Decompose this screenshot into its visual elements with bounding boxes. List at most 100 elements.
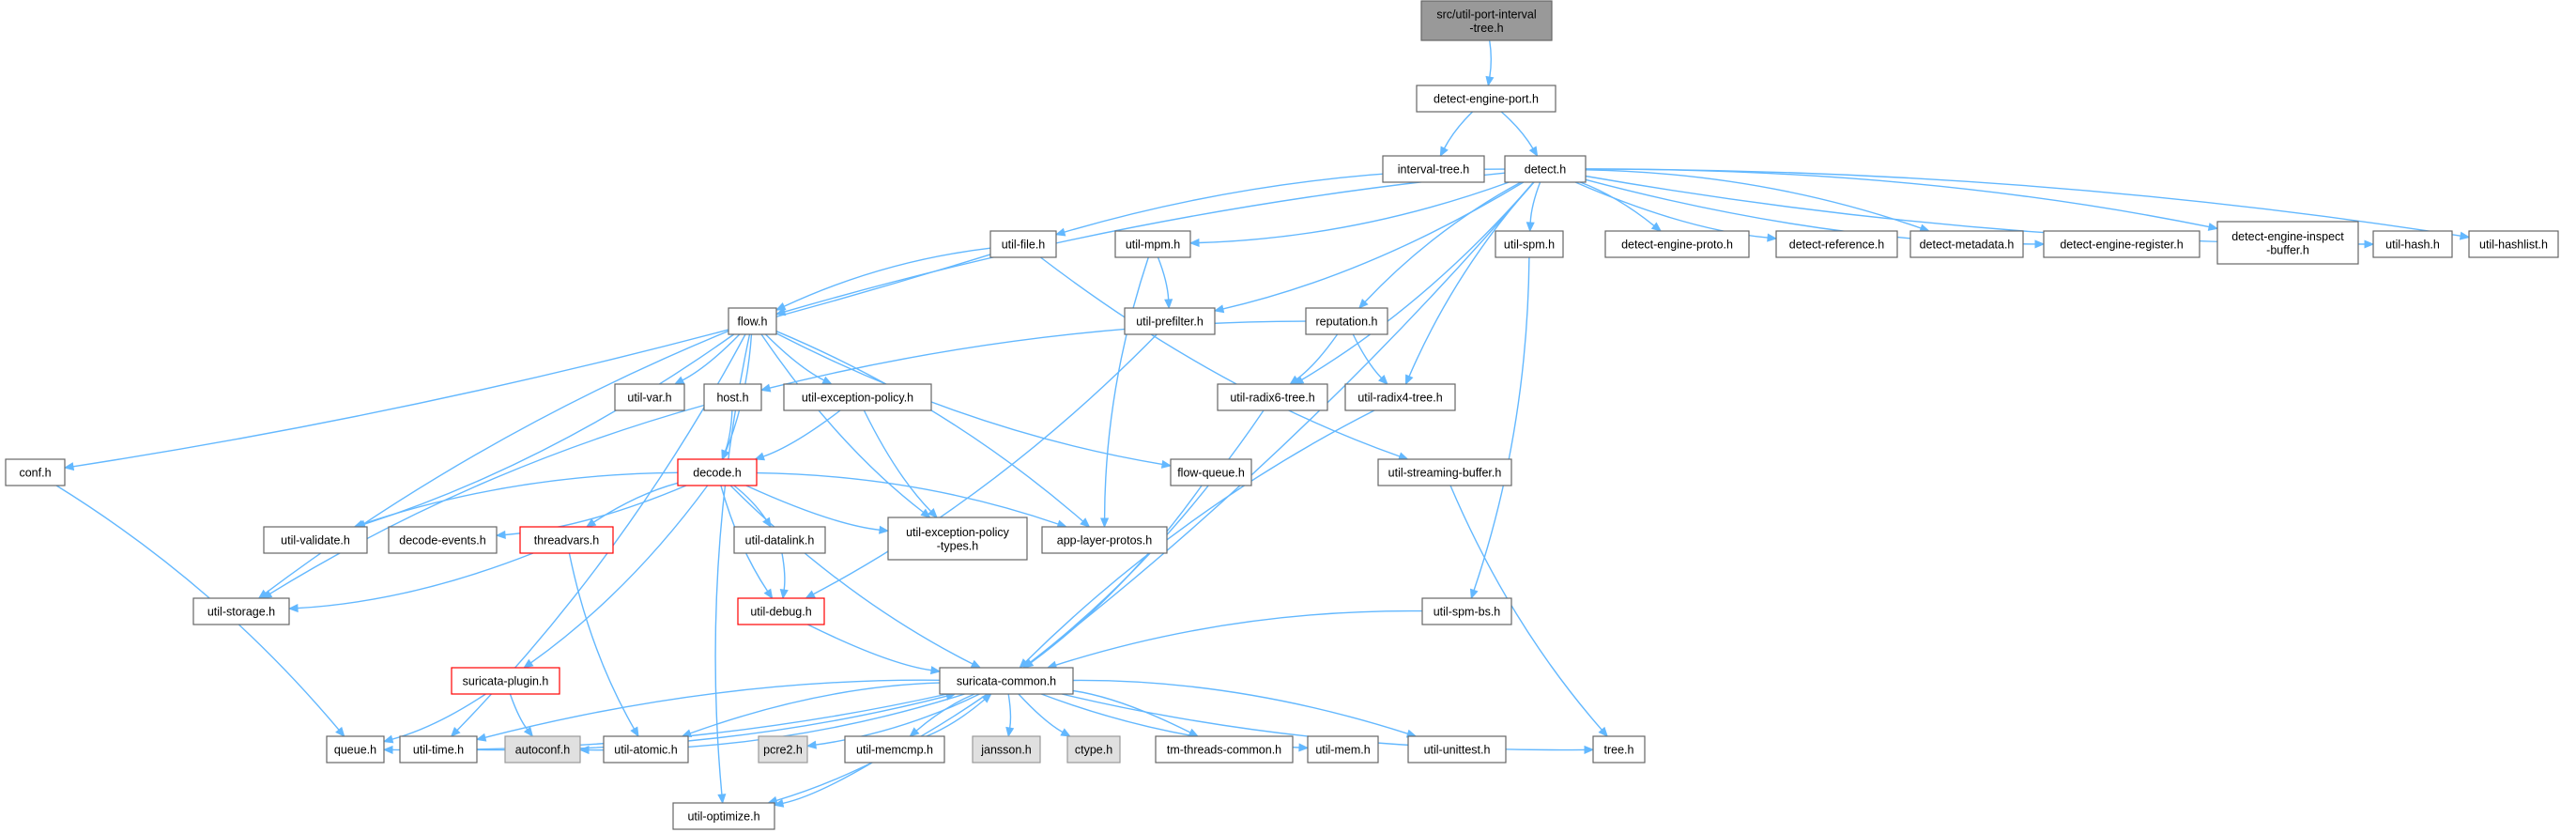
node-tmtc[interactable]: tm-threads-common.h [1155, 735, 1294, 764]
node-box [989, 230, 1057, 258]
node-box [677, 458, 758, 486]
node-alp[interactable]: app-layer-protos.h [1041, 526, 1168, 554]
node-deinsp[interactable]: detect-engine-inspect-buffer.h [2216, 221, 2359, 265]
node-host[interactable]: host.h [703, 383, 762, 411]
arrowhead-icon [1213, 304, 1225, 314]
edge-line [509, 693, 529, 731]
node-utime[interactable]: util-time.h [399, 735, 478, 764]
node-box [939, 667, 1074, 695]
edge-line [756, 471, 1059, 525]
edge-line [1198, 181, 1510, 244]
node-uatom[interactable]: util-atomic.h [603, 735, 689, 764]
edge-line [1301, 181, 1535, 381]
node-tree[interactable]: tree.h [1592, 735, 1646, 764]
edge-line [1157, 256, 1170, 301]
node-uhash[interactable]: util-hash.h [2372, 230, 2453, 258]
node-label: detect-engine-inspect [2231, 230, 2344, 243]
edge-line [807, 624, 932, 671]
edge-fq-to-sc [1022, 485, 1203, 669]
node-label: util-var.h [627, 392, 671, 405]
edge-detect-to-ur6 [1293, 181, 1535, 385]
edge-detect-to-uspm [1526, 181, 1541, 233]
node-label: util-spm-bs.h [1434, 606, 1501, 619]
node-uopt[interactable]: util-optimize.h [672, 802, 775, 830]
node-box [504, 735, 581, 764]
node-udbg[interactable]: util-debug.h [737, 597, 825, 625]
node-sc[interactable]: suricata-common.h [939, 667, 1074, 695]
node-ur6[interactable]: util-radix6-tree.h [1217, 383, 1328, 411]
node-flow[interactable]: flow.h [728, 307, 777, 335]
edge-line [1072, 689, 1191, 733]
arrowhead-icon [1650, 222, 1663, 232]
node-detect[interactable]: detect.h [1504, 155, 1587, 183]
node-autoconf[interactable]: autoconf.h [504, 735, 581, 764]
node-dmeta[interactable]: detect-metadata.h [1909, 230, 2024, 258]
node-label: detect.h [1525, 163, 1567, 177]
node-itree[interactable]: interval-tree.h [1382, 155, 1485, 183]
node-uunit[interactable]: util-unittest.h [1407, 735, 1507, 764]
edge-decode-to-tv [585, 482, 679, 528]
edge-umpm-to-alp [1100, 256, 1149, 529]
node-ustor[interactable]: util-storage.h [192, 597, 290, 625]
node-jansson[interactable]: jansson.h [972, 735, 1041, 764]
node-label: -types.h [937, 539, 979, 552]
node-uspmbs[interactable]: util-spm-bs.h [1421, 597, 1512, 625]
node-umpm[interactable]: util-mpm.h [1114, 230, 1191, 258]
node-root[interactable]: src/util-port-interval-tree.h [1420, 0, 1553, 41]
edge-line [781, 552, 786, 591]
node-umemcmp[interactable]: util-memcmp.h [844, 735, 945, 764]
arrowhead-icon [287, 604, 299, 613]
edge-line [926, 699, 986, 737]
node-conf[interactable]: conf.h [5, 458, 66, 486]
node-uexp[interactable]: util-exception-policy.h [783, 383, 932, 411]
arrowhead-icon [495, 530, 506, 540]
node-splug[interactable]: suricata-plugin.h [451, 667, 560, 695]
arrowhead-icon [1767, 233, 1778, 242]
node-ufile[interactable]: util-file.h [989, 230, 1057, 258]
node-fq[interactable]: flow-queue.h [1170, 458, 1252, 486]
node-uspm[interactable]: util-spm.h [1495, 230, 1564, 258]
node-queue[interactable]: queue.h [326, 735, 385, 764]
node-dep[interactable]: detect-engine-port.h [1416, 85, 1556, 113]
edge-sc-to-ctype [1018, 693, 1071, 737]
node-upref[interactable]: util-prefilter.h [1124, 307, 1216, 335]
node-umem[interactable]: util-mem.h [1307, 735, 1379, 764]
edge-line [815, 693, 980, 746]
node-dref[interactable]: detect-reference.h [1775, 230, 1898, 258]
node-box [1495, 230, 1564, 258]
arrowhead-icon [1528, 146, 1539, 158]
arrowhead-icon [2459, 231, 2471, 240]
node-label: util-validate.h [281, 534, 350, 548]
node-decode[interactable]: decode.h [677, 458, 758, 486]
node-uhashlist[interactable]: util-hashlist.h [2468, 230, 2559, 258]
node-box [519, 526, 614, 554]
node-ur4[interactable]: util-radix4-tree.h [1344, 383, 1456, 411]
node-uval[interactable]: util-validate.h [263, 526, 368, 554]
edge-tv-to-uatom [568, 552, 639, 738]
node-box [2216, 221, 2359, 265]
node-tv[interactable]: threadvars.h [519, 526, 614, 554]
node-devt[interactable]: decode-events.h [388, 526, 498, 554]
node-box [672, 802, 775, 830]
node-label: util-hashlist.h [2479, 239, 2548, 252]
node-uept[interactable]: util-exception-policy-types.h [887, 517, 1028, 561]
node-dereg[interactable]: detect-engine-register.h [2043, 230, 2200, 258]
arrowhead-icon [673, 376, 685, 385]
arrowhead-icon [382, 745, 393, 754]
node-usb[interactable]: util-streaming-buffer.h [1377, 458, 1512, 486]
node-rep[interactable]: reputation.h [1305, 307, 1388, 335]
node-label: util-mem.h [1315, 744, 1370, 757]
node-pcre2[interactable]: pcre2.h [758, 735, 808, 764]
edge-udl-to-udbg [779, 552, 789, 600]
node-uvar[interactable]: util-var.h [614, 383, 685, 411]
node-ctype[interactable]: ctype.h [1066, 735, 1121, 764]
arrowhead-icon [920, 508, 931, 518]
arrowhead-icon [1526, 222, 1535, 233]
node-udl[interactable]: util-datalink.h [733, 526, 826, 554]
graph-edges [55, 39, 2471, 808]
node-deproto[interactable]: detect-engine-proto.h [1604, 230, 1750, 258]
node-box [399, 735, 478, 764]
node-label: util-memcmp.h [856, 744, 933, 757]
node-label: util-unittest.h [1424, 744, 1491, 757]
node-box [1416, 85, 1556, 113]
